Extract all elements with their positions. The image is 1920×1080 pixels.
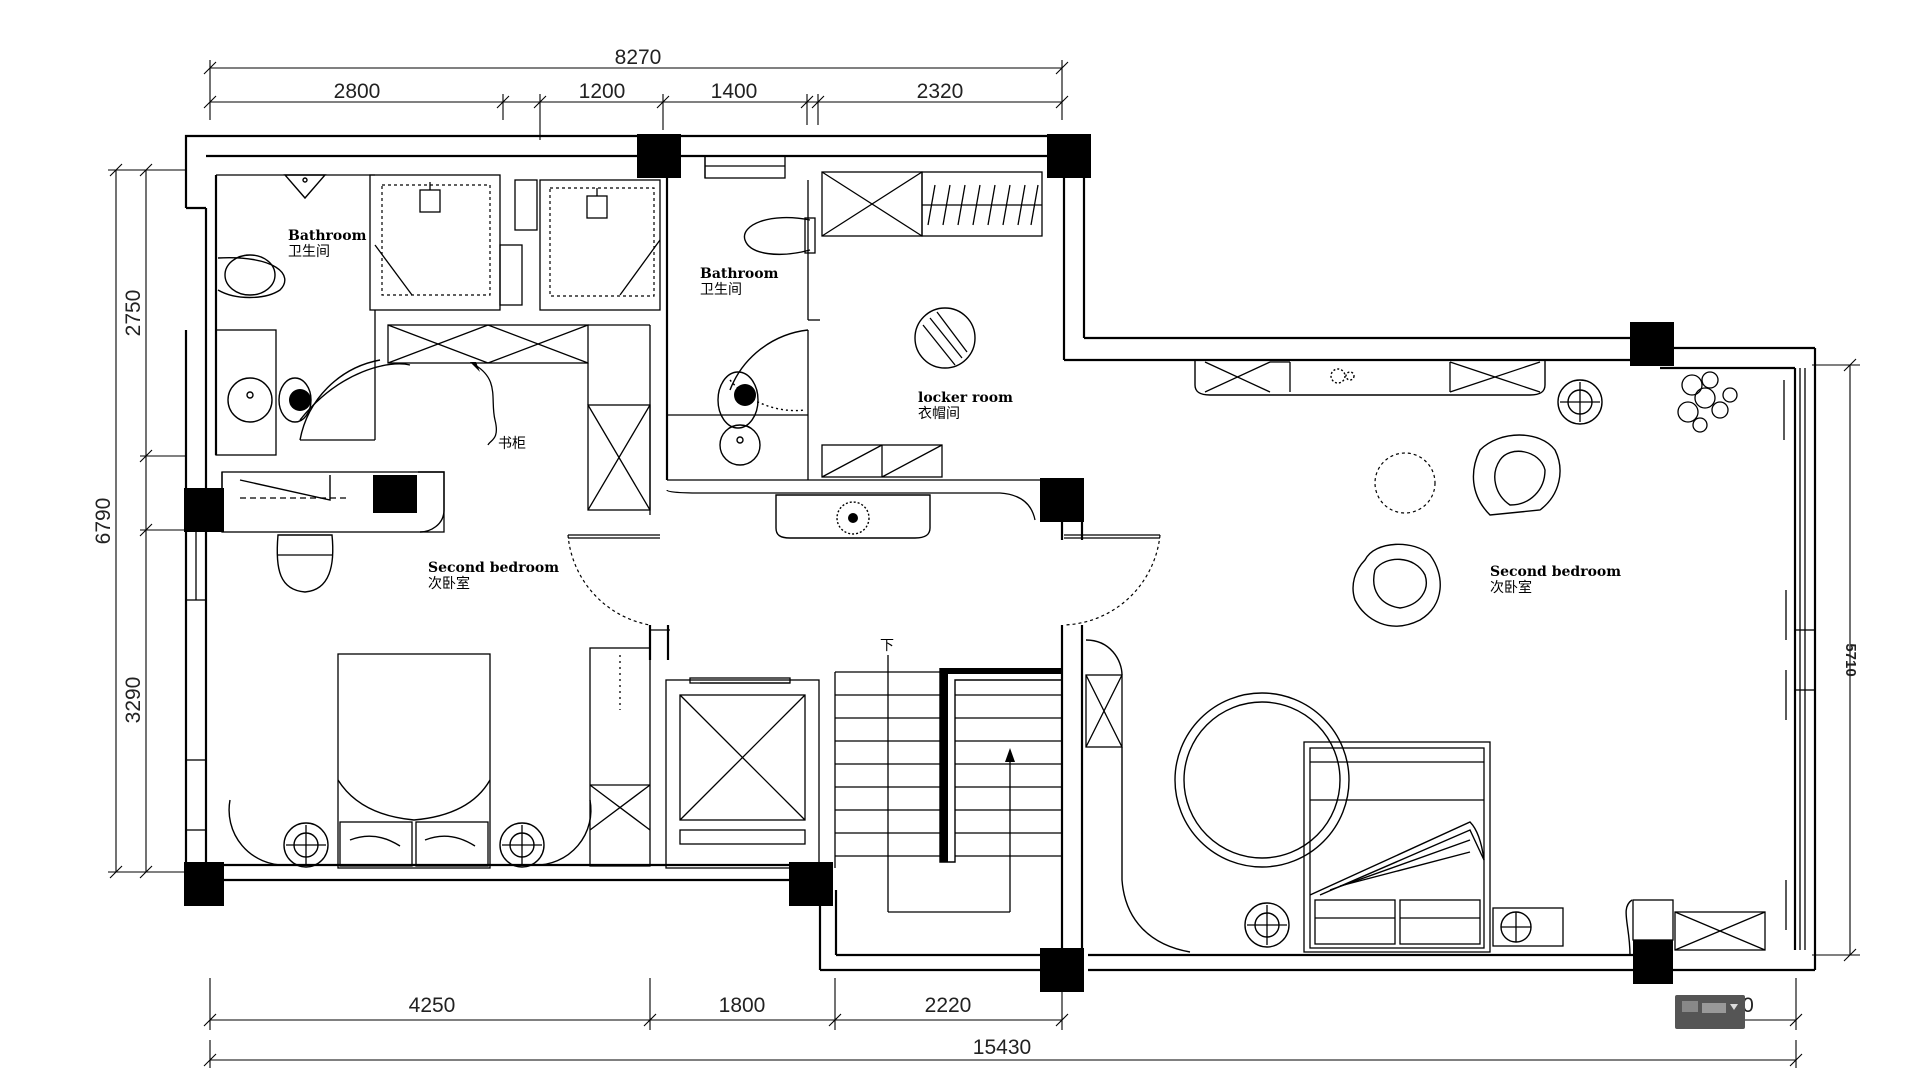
- dim-top-seg-1: 2800: [334, 80, 381, 103]
- room-label-second-bedroom-left-cn: 次卧室: [428, 575, 470, 592]
- dim-left-seg-2: 3290: [122, 677, 145, 724]
- bookcase-cabinets: [221, 324, 651, 533]
- hallway: [567, 489, 1161, 660]
- dim-right-total: 5710: [1842, 643, 1859, 676]
- staircase: [834, 655, 1062, 913]
- dimension-lines: [108, 60, 1860, 1068]
- dim-bottom-seg-2: 1800: [719, 994, 766, 1017]
- viewcube-widget[interactable]: [1675, 995, 1745, 1029]
- structural-columns: [184, 134, 1674, 992]
- room-label-bathroom-1: Bathroom: [288, 228, 367, 244]
- room-label-second-bedroom-right-cn: 次卧室: [1490, 579, 1532, 596]
- dim-left-seg-1: 2750: [122, 290, 145, 337]
- dim-top-seg-4: 2320: [917, 80, 964, 103]
- left-bathroom: [214, 174, 661, 456]
- second-bedroom-left: [228, 534, 670, 869]
- side-cabinet: [1085, 639, 1191, 953]
- room-label-locker-room: locker room: [918, 390, 1013, 406]
- room-label-bathroom-1-cn: 卫生间: [288, 244, 330, 260]
- dim-top-total: 8270: [615, 46, 662, 69]
- room-label-locker-room-cn: 衣帽间: [918, 406, 960, 422]
- second-bedroom-right: [1174, 359, 1787, 956]
- dim-bottom-partial: 0: [1742, 994, 1754, 1017]
- right-bathroom: [665, 155, 1064, 481]
- room-label-second-bedroom-right: Second bedroom: [1490, 564, 1621, 580]
- dim-top-seg-2: 1200: [579, 80, 626, 103]
- dim-bottom-seg-1: 4250: [409, 994, 456, 1017]
- bookcase-label: 书柜: [498, 436, 526, 452]
- dim-bottom-total: 15430: [973, 1036, 1031, 1059]
- locker-room: [821, 171, 1043, 478]
- room-label-second-bedroom-left: Second bedroom: [428, 560, 559, 576]
- exterior-walls: [184, 134, 1817, 972]
- room-label-bathroom-2-cn: 卫生间: [700, 282, 742, 298]
- dim-left-total: 6790: [92, 498, 115, 545]
- stair-down-label: 下: [880, 638, 894, 654]
- elevator: [665, 677, 820, 869]
- dim-top-seg-3: 1400: [711, 80, 758, 103]
- room-label-bathroom-2: Bathroom: [700, 266, 779, 282]
- dim-bottom-seg-3: 2220: [925, 994, 972, 1017]
